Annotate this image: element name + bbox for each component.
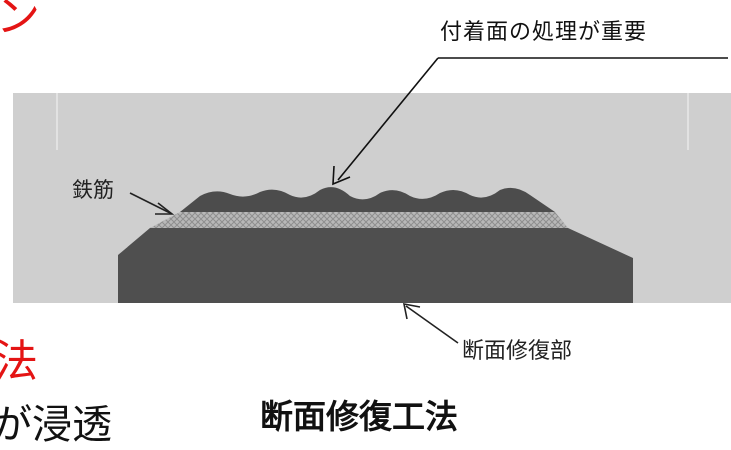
cross-section-svg [13,57,731,344]
cropped-black-text: が浸透 [0,402,112,448]
adhesion-surface [180,187,555,212]
repair-section [118,228,633,303]
repair-section-label: 断面修復部 [462,339,573,364]
rebar-band [150,212,568,228]
arrow-rebar [129,192,171,214]
rebar-label: 鉄筋 [72,178,114,202]
arrow-adhesion [337,57,439,181]
cropped-red-text-top: ン [0,0,40,42]
diagram-caption: 断面修復工法 [260,397,458,436]
arrow-repair-head [402,302,421,320]
arrow-repair [405,305,459,344]
arrow-rebar-head [155,202,175,215]
arrow-adhesion-head [332,165,351,186]
adhesion-label: 付着面の処理が重要 [440,20,648,45]
cropped-red-text-bottom: 法 [0,336,38,387]
